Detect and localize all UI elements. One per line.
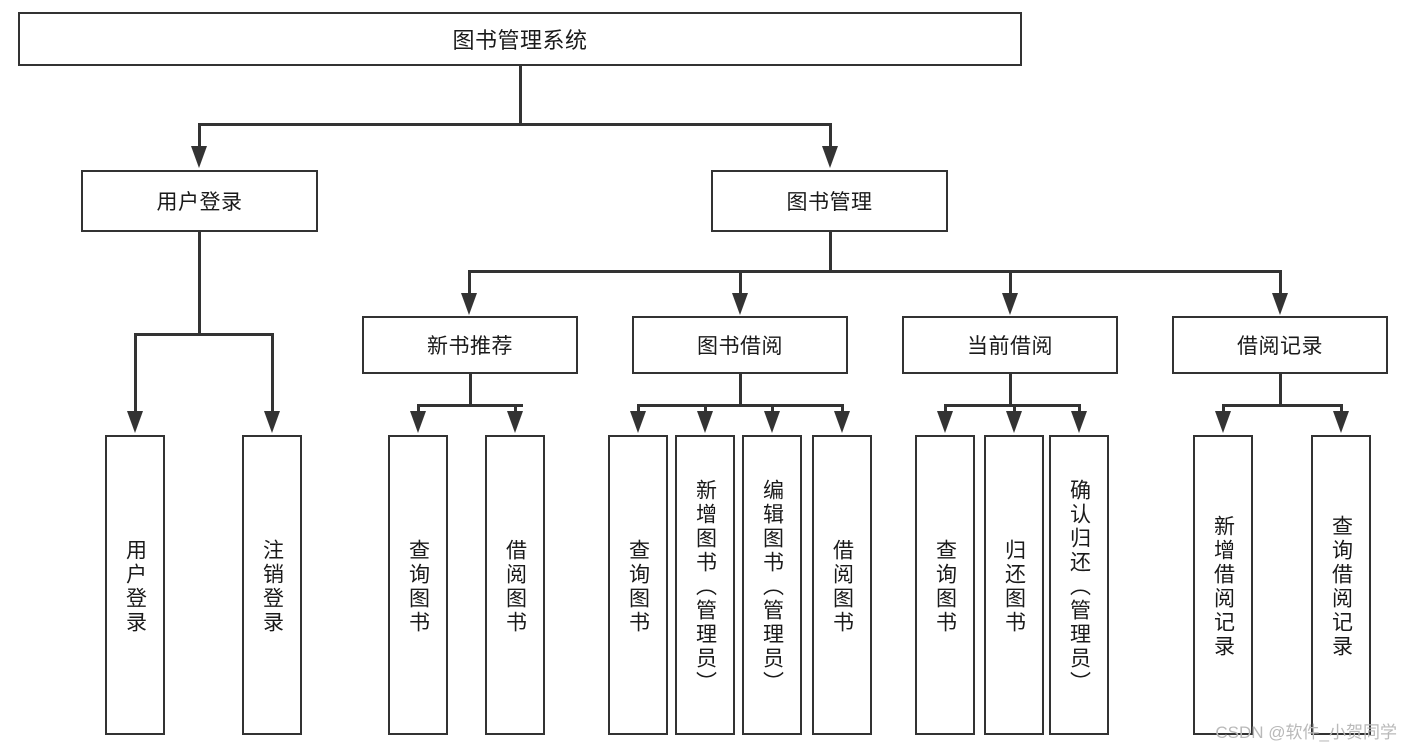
arrow-br-leaf-1: [1215, 411, 1231, 433]
arrow-to-new-book-recommend: [461, 293, 477, 315]
node-label: 图书管理系统: [452, 28, 588, 53]
node-label: 当前借阅: [967, 335, 1053, 358]
node-label: 图书管理: [786, 191, 873, 214]
node-label: 借阅图书: [503, 539, 527, 635]
edge-bb-drop-3: [771, 404, 774, 414]
leaf-nbr-query-book[interactable]: 查询图书: [388, 435, 448, 735]
edge-cb-stem: [1009, 374, 1012, 406]
node-current-borrow[interactable]: 当前借阅: [902, 316, 1118, 374]
leaf-user-login[interactable]: 用户登录: [105, 435, 165, 735]
node-label: 查询图书: [406, 539, 430, 635]
arrow-bb-leaf-4: [834, 411, 850, 433]
node-label: 借阅图书: [830, 539, 854, 635]
edge-user-login-drop-1: [134, 333, 137, 413]
leaf-cb-query-book[interactable]: 查询图书: [915, 435, 975, 735]
arrow-cb-leaf-1: [937, 411, 953, 433]
arrow-nbr-leaf-1: [410, 411, 426, 433]
arrow-nbr-leaf-2: [507, 411, 523, 433]
edge-nbr-stem: [469, 374, 472, 406]
edge-bm-drop-2: [739, 270, 742, 295]
edge-br-stem: [1279, 374, 1282, 406]
leaf-cb-confirm-return-admin[interactable]: 确认归还（管理员）: [1049, 435, 1109, 735]
edge-root-to-book-management: [829, 123, 832, 149]
leaf-bb-edit-book-admin[interactable]: 编辑图书（管理员）: [742, 435, 802, 735]
edge-root-to-user-login: [198, 123, 201, 149]
node-label: 新书推荐: [427, 335, 513, 358]
arrow-cb-leaf-2: [1006, 411, 1022, 433]
leaf-logout[interactable]: 注销登录: [242, 435, 302, 735]
node-label: 查询图书: [626, 539, 650, 635]
edge-bb-drop-1: [637, 404, 640, 414]
edge-root-bus: [198, 123, 831, 126]
node-label: 查询借阅记录: [1329, 515, 1353, 659]
node-book-management[interactable]: 图书管理: [711, 170, 948, 232]
edge-book-management-stem: [829, 232, 832, 272]
leaf-bb-add-book-admin[interactable]: 新增图书（管理员）: [675, 435, 735, 735]
edge-bb-stem: [739, 374, 742, 406]
edge-bb-bus: [637, 404, 843, 407]
edge-br-drop-2: [1340, 404, 1343, 414]
leaf-cb-return-book[interactable]: 归还图书: [984, 435, 1044, 735]
edge-user-login-bus: [134, 333, 273, 336]
arrow-bb-leaf-3: [764, 411, 780, 433]
edge-cb-bus: [944, 404, 1080, 407]
node-label: 查询图书: [933, 539, 957, 635]
edge-bm-drop-1: [468, 270, 471, 295]
node-borrow-record[interactable]: 借阅记录: [1172, 316, 1388, 374]
arrow-to-current-borrow: [1002, 293, 1018, 315]
edge-user-login-stem: [198, 232, 201, 335]
edge-nbr-drop-2: [514, 404, 517, 414]
edge-br-drop-1: [1222, 404, 1225, 414]
edge-cb-drop-2: [1013, 404, 1016, 414]
arrow-br-leaf-2: [1333, 411, 1349, 433]
node-label: 借阅记录: [1237, 335, 1323, 358]
node-user-login[interactable]: 用户登录: [81, 170, 318, 232]
edge-nbr-bus: [417, 404, 523, 407]
edge-cb-drop-3: [1078, 404, 1081, 414]
edge-bm-drop-4: [1279, 270, 1282, 295]
arrow-to-book-management: [822, 146, 838, 168]
arrow-to-borrow-record: [1272, 293, 1288, 315]
node-label: 新增图书（管理员）: [693, 479, 717, 695]
arrow-to-user-login: [191, 146, 207, 168]
edge-bb-drop-4: [841, 404, 844, 414]
edge-bm-drop-3: [1009, 270, 1012, 295]
node-book-borrow[interactable]: 图书借阅: [632, 316, 848, 374]
edge-cb-drop-1: [944, 404, 947, 414]
node-root-book-management-system[interactable]: 图书管理系统: [18, 12, 1022, 66]
leaf-nbr-borrow-book[interactable]: 借阅图书: [485, 435, 545, 735]
node-new-book-recommend[interactable]: 新书推荐: [362, 316, 578, 374]
leaf-bb-query-book[interactable]: 查询图书: [608, 435, 668, 735]
arrow-bb-leaf-1: [630, 411, 646, 433]
node-label: 注销登录: [260, 539, 284, 635]
leaf-br-query-record[interactable]: 查询借阅记录: [1311, 435, 1371, 735]
arrow-user-login-leaf-2: [264, 411, 280, 433]
leaf-bb-borrow-book[interactable]: 借阅图书: [812, 435, 872, 735]
node-label: 编辑图书（管理员）: [760, 479, 784, 695]
arrow-cb-leaf-3: [1071, 411, 1087, 433]
node-label: 确认归还（管理员）: [1067, 479, 1091, 695]
arrow-to-book-borrow: [732, 293, 748, 315]
node-label: 新增借阅记录: [1211, 515, 1235, 659]
arrow-user-login-leaf-1: [127, 411, 143, 433]
leaf-br-add-record[interactable]: 新增借阅记录: [1193, 435, 1253, 735]
node-label: 用户登录: [156, 191, 243, 214]
node-label: 归还图书: [1002, 539, 1026, 635]
edge-root-stem: [519, 66, 522, 124]
edge-user-login-drop-2: [271, 333, 274, 413]
edge-br-bus: [1222, 404, 1342, 407]
node-label: 图书借阅: [697, 335, 783, 358]
edge-bb-drop-2: [704, 404, 707, 414]
edge-book-management-bus: [468, 270, 1280, 273]
arrow-bb-leaf-2: [697, 411, 713, 433]
edge-nbr-drop-1: [417, 404, 420, 414]
node-label: 用户登录: [123, 539, 147, 635]
